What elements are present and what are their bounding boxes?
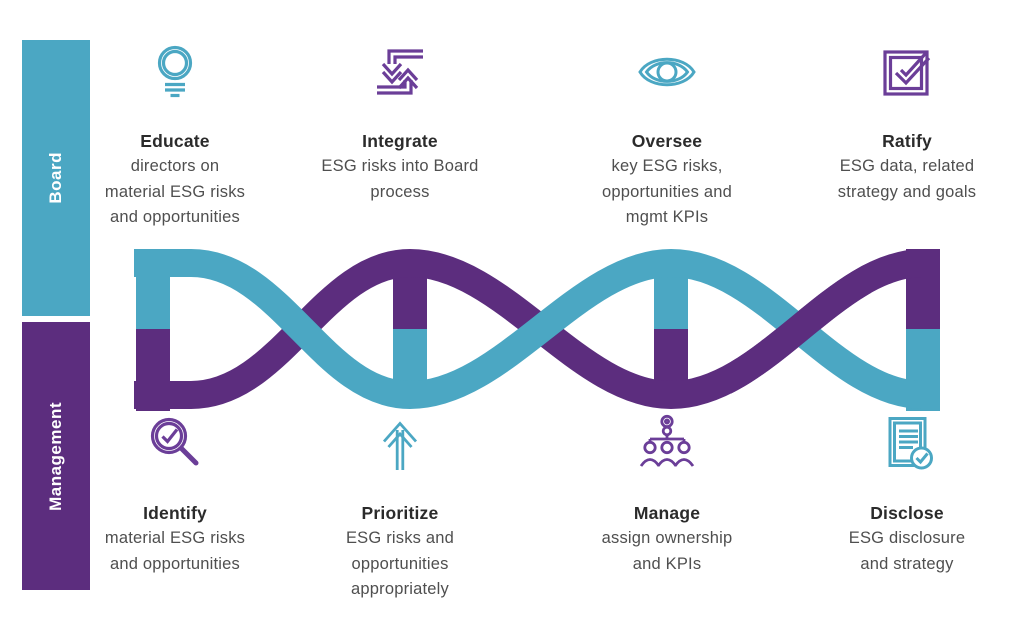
board-row-label-bar: Board <box>22 40 90 316</box>
step-desc: ESG risks and opportunities appropriatel… <box>345 529 455 598</box>
step-title: Integrate <box>362 131 438 151</box>
management-step-disclose: Disclose ESG disclosure and strategy <box>797 412 1017 577</box>
lightbulb-icon <box>65 40 285 104</box>
document-check-icon <box>797 412 1017 476</box>
management-row-label-bar: Management <box>22 322 90 590</box>
step-desc: ESG disclosure and strategy <box>848 529 966 573</box>
checkbox-check-icon <box>797 40 1017 104</box>
step-title: Manage <box>633 503 701 523</box>
board-step-ratify: Ratify ESG data, related strategy and go… <box>797 40 1017 205</box>
board-step-integrate: Integrate ESG risks into Board process <box>290 40 510 205</box>
management-label: Management <box>46 401 65 511</box>
management-step-manage: Manage assign ownership and KPIs <box>557 412 777 577</box>
eye-icon <box>557 40 777 104</box>
step-title: Ratify <box>882 131 932 151</box>
board-step-educate: Educate directors on material ESG risks … <box>65 40 285 231</box>
step-desc: assign ownership and KPIs <box>601 529 733 573</box>
cycle-arrows-icon <box>290 40 510 104</box>
helix-purple-overpass <box>731 261 871 394</box>
step-title: Prioritize <box>361 503 439 523</box>
board-label: Board <box>46 152 65 204</box>
board-step-oversee: Oversee key ESG risks, opportunities and… <box>557 40 777 231</box>
step-title: Educate <box>140 131 210 151</box>
step-desc: key ESG risks, opportunities and mgmt KP… <box>602 157 732 226</box>
step-title: Oversee <box>631 131 703 151</box>
magnifier-check-icon <box>65 412 285 476</box>
step-desc: material ESG risks and opportunities <box>104 529 246 573</box>
management-step-prioritize: Prioritize ESG risks and opportunities a… <box>290 412 510 603</box>
dna-helix-graphic <box>134 248 940 411</box>
org-chart-icon <box>557 412 777 476</box>
management-step-identify: Identify material ESG risks and opportun… <box>65 412 285 577</box>
step-title: Disclose <box>870 503 944 523</box>
step-title: Identify <box>143 503 207 523</box>
step-desc: ESG risks into Board process <box>321 157 479 201</box>
step-desc: ESG data, related strategy and goals <box>837 157 977 201</box>
step-desc: directors on material ESG risks and oppo… <box>104 157 246 226</box>
up-arrow-icon <box>290 412 510 476</box>
